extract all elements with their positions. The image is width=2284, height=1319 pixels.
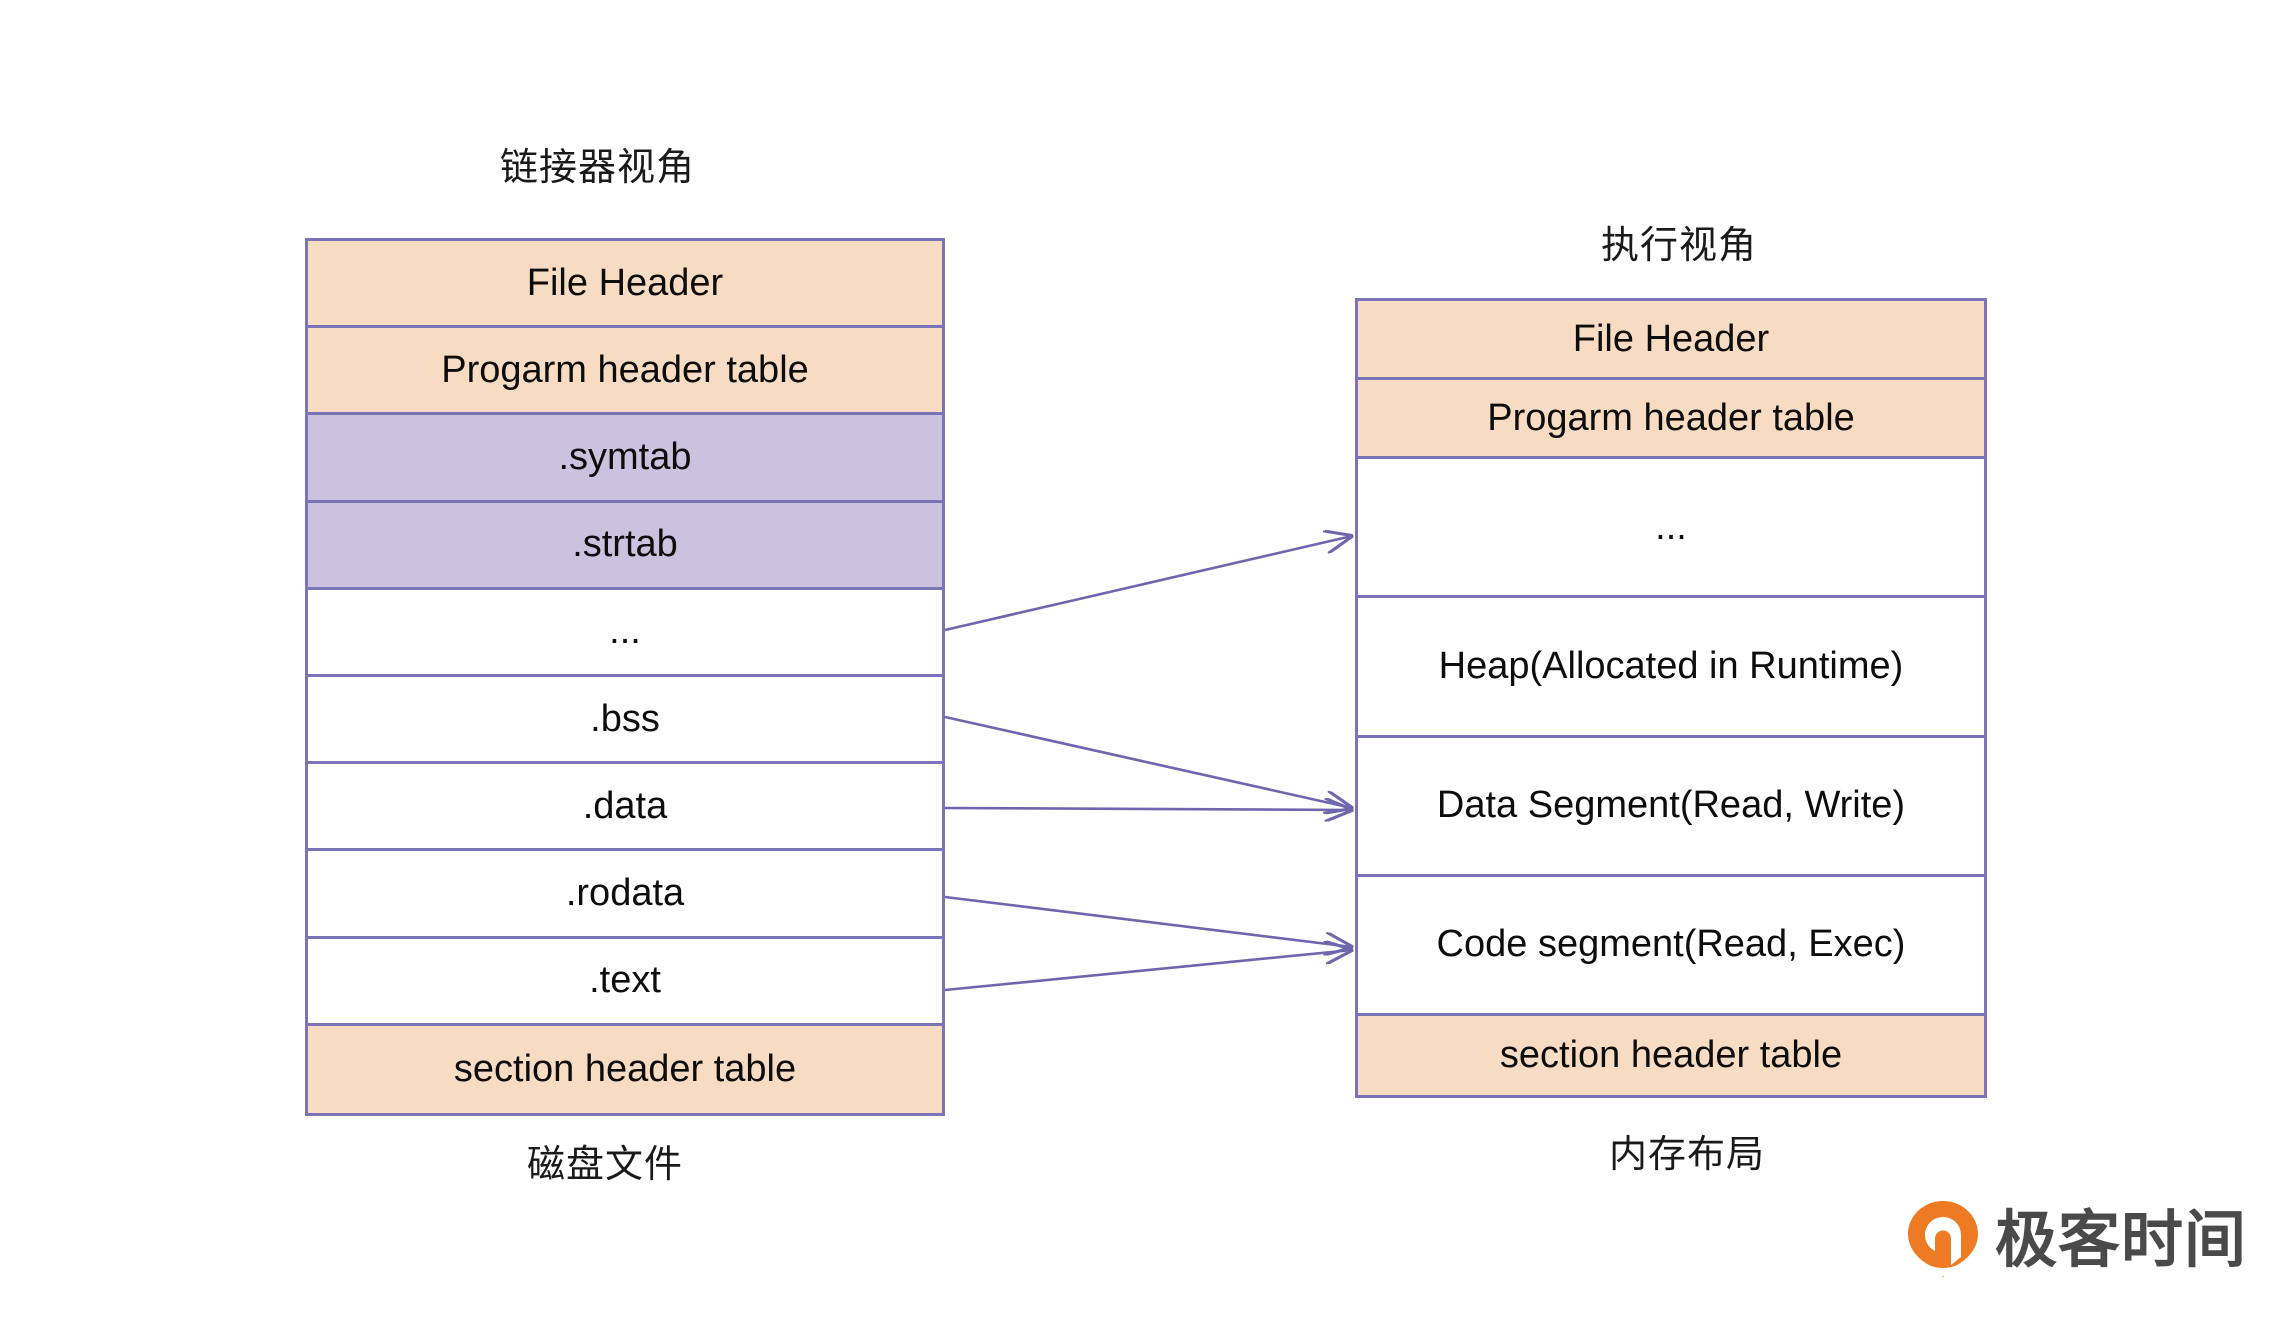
linker-row-bss: .bss [308,676,942,765]
linker-row-label: .rodata [565,871,685,914]
memory-row-file-header: File Header [1358,301,1984,381]
linker-row-label: File Header [526,261,724,304]
geektime-logo: 极客时间 [1905,1195,2246,1287]
memory-row-label: Code segment(Read, Exec) [1436,923,1906,966]
memory-row-label: File Header [1572,317,1770,360]
linker-row-ellipsis: ... [308,589,942,677]
linker-row-data: .data [308,764,942,852]
arrow-rodata-to-code-segment [944,895,1352,947]
memory-row-code-segmentread-exec: Code segment(Read, Exec) [1358,876,1984,1016]
linker-row-strtab: .strtab [308,502,942,590]
linker-row-symtab: .symtab [308,415,942,503]
memory-row-label: section header table [1499,1033,1843,1076]
linker-row-rodata: .rodata [308,851,942,939]
arrow-bss-to-data-segment [944,715,1352,808]
linker-row-label: ... [609,610,641,653]
linker-row-label: section header table [453,1047,797,1090]
linker-row-label: .strtab [572,523,678,566]
memory-row-ellipsis: ... [1358,459,1984,599]
linker-row-label: .text [589,959,661,1002]
memory-row-progarm-header-table: Progarm header table [1358,380,1984,460]
memory-row-heapallocated-in-runtime: Heap(Allocated in Runtime) [1358,598,1984,738]
arrow-text-to-code-segment [944,950,1352,992]
linker-view-caption: 链接器视角 [500,147,696,189]
arrow-data-to-data-segment [944,808,1352,810]
linker-row-label: .bss [590,697,660,740]
execution-view-caption: 执行视角 [1601,225,1758,267]
memory-row-label: ... [1655,505,1687,548]
geektime-mark-icon [1908,1201,1978,1277]
linker-row-progarm-header-table: Progarm header table [308,328,942,416]
linker-row-label: Progarm header table [441,348,809,391]
linker-row-label: .data [582,784,668,827]
memory-row-data-segmentread-write: Data Segment(Read, Write) [1358,737,1984,877]
linker-row-text: .text [308,938,942,1026]
memory-row-section-header-table: section header table [1358,1015,1984,1095]
linker-row-section-header-table: section header table [308,1025,942,1113]
geektime-wordmark: 极客时间 [1995,1206,2248,1275]
linker-row-label: .symtab [558,435,692,478]
disk-file-caption: 磁盘文件 [527,1144,684,1186]
memory-layout-caption: 内存布局 [1609,1134,1766,1176]
memory-row-label: Data Segment(Read, Write) [1436,784,1906,827]
linker-row-file-header: File Header [308,241,942,329]
arrow-ellipsis-to-ellipsis [944,536,1352,632]
memory-row-label: Heap(Allocated in Runtime) [1438,644,1904,687]
memory-row-label: Progarm header table [1487,396,1855,439]
